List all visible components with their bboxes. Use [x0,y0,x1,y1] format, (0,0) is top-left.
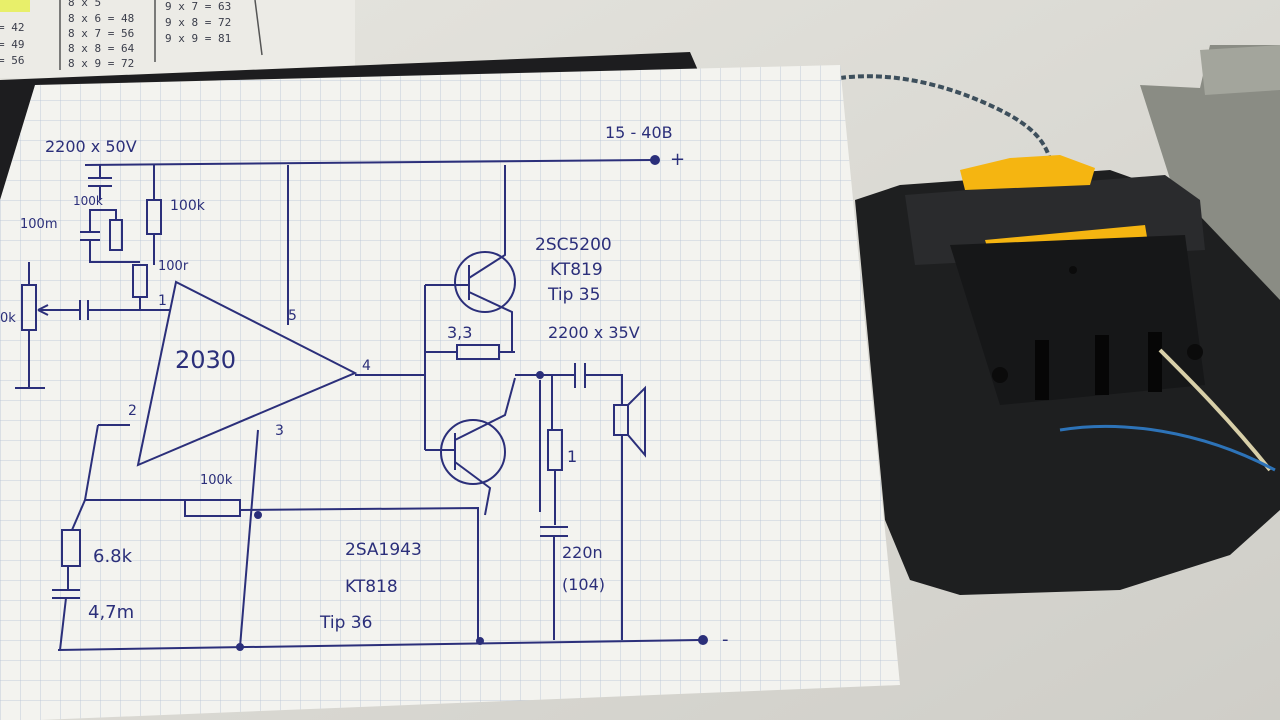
mul-left-4: 8 x 9 = 72 [68,57,134,70]
schematic-labels: 2200 x 50V 15 - 40B + - 100m 100k 100k 1… [0,123,729,650]
squared-paper-sheet [0,65,900,720]
label-zobel-cap-2: (104) [562,575,605,594]
label-amp: 2030 [175,346,236,374]
label-pin4: 4 [362,358,371,374]
label-zobel-res: 1 [567,447,577,466]
label-pin2: 2 [128,403,137,419]
label-100k-top: 100k [170,198,206,214]
mul-right-1: 9 x 8 = 72 [165,16,231,29]
mul-left-1: 8 x 6 = 48 [68,12,134,25]
mul-left-0: 8 x 5 [68,0,101,9]
label-pin1: 1 [158,293,167,309]
mul-frag-2: = 49 [0,38,25,51]
label-pin5: 5 [288,308,297,324]
label-cap-100m: 100m [20,217,57,232]
label-100k-small: 100k [73,194,103,208]
label-plus: + [670,149,685,170]
label-input-cap: 2200 x 50V [45,137,137,156]
blue-wire [1059,424,1276,472]
latch-button [960,155,1095,190]
label-pnp-2: KT818 [345,577,398,597]
label-pnp-3: Tip 36 [319,613,372,633]
label-100r: 100r [158,259,189,274]
mul-left-3: 8 x 8 = 64 [68,42,135,55]
label-supply: 15 - 40B [605,123,673,142]
amplifier-schematic [15,155,708,651]
label-zobel-cap-1: 220n [562,543,603,562]
twisted-wire [839,74,1052,161]
battery-adapter [855,155,1280,595]
highlighter-mark [0,0,30,12]
label-6-8k: 6.8k [93,546,133,567]
label-npn-1: 2SC5200 [535,235,612,255]
mul-right-2: 9 x 9 = 81 [165,32,231,45]
label-fb-res: 100k [200,473,233,488]
label-emitter-res: 3,3 [447,323,472,342]
white-wire [1158,348,1272,472]
mul-frag-1: = 42 [0,21,25,34]
label-minus: - [722,629,729,650]
label-pin3: 3 [275,423,284,439]
label-npn-2: KT819 [550,260,603,280]
multiplication-table-card: = 42 = 49 = 56 8 x 5 8 x 6 = 48 8 x 7 = … [0,0,355,78]
label-4-7m: 4,7m [88,602,134,623]
label-pnp-1: 2SA1943 [345,540,422,560]
label-pot: 0k [0,311,16,326]
mul-left-2: 8 x 7 = 56 [68,27,134,40]
mul-right-0: 9 x 7 = 63 [165,0,231,13]
label-npn-3: Tip 35 [547,285,600,305]
label-out-cap: 2200 x 35V [548,323,640,342]
mul-frag-3: = 56 [0,54,25,67]
